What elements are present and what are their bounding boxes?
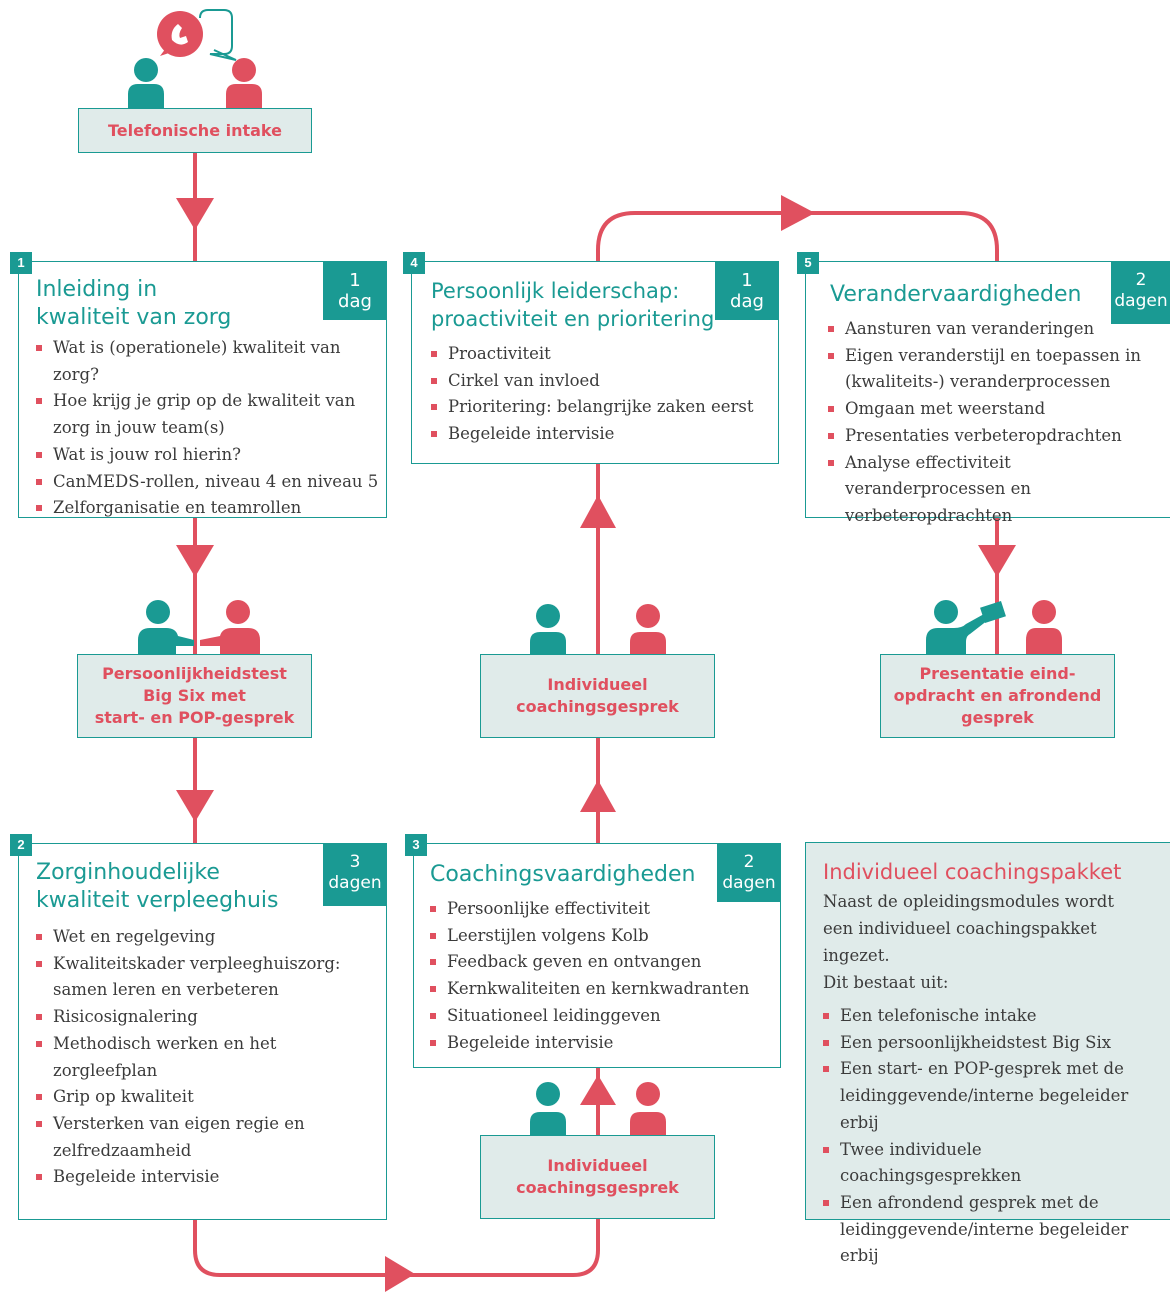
- list-item: Prioritering: belangrijke zaken eerst: [431, 394, 771, 421]
- list-item: Wat is jouw rol hierin?: [36, 442, 381, 469]
- module-title: Inleiding in kwaliteit van zorg: [36, 277, 232, 330]
- list-item: Een start- en POP-gesprek met de leiding…: [823, 1056, 1168, 1136]
- module-number: 5: [797, 252, 819, 274]
- coaching-meeting-box: Individueel coachingsgesprek: [480, 654, 715, 738]
- list-item: Proactiviteit: [431, 341, 771, 368]
- final-presentation-box: Presentatie eind- opdracht en afrondend …: [880, 654, 1115, 738]
- list-item: CanMEDS-rollen, niveau 4 en niveau 5: [36, 469, 381, 496]
- module-title: Verandervaardigheden: [830, 282, 1082, 307]
- panel-title: Individueel coachingspakket: [823, 860, 1122, 884]
- package-list: Een telefonische intake Een persoonlijkh…: [823, 1003, 1168, 1270]
- arrow-right-icon: [385, 1256, 415, 1292]
- list-item: Een persoonlijkheidstest Big Six: [823, 1030, 1168, 1057]
- list-item: Wat is (operationele) kwaliteit van zorg…: [36, 335, 381, 388]
- people-icon: [530, 604, 666, 656]
- list-item: Hoe krijg je grip op de kwaliteit van zo…: [36, 388, 381, 441]
- module-duration: 3 dagen: [323, 844, 387, 906]
- module-number: 4: [403, 252, 425, 274]
- list-item: Begeleide intervisie: [430, 1030, 775, 1057]
- module-1-box: 1 1 dag Inleiding in kwaliteit van zorg …: [10, 252, 387, 518]
- module-number: 1: [10, 252, 32, 274]
- phone-speech-bubble-icon: [128, 9, 262, 110]
- list-item: Een telefonische intake: [823, 1003, 1168, 1030]
- people-icon: [530, 1082, 666, 1138]
- arrow-down-icon: [176, 790, 214, 822]
- big-six-meeting-box: Persoonlijkheidstest Big Six met start- …: [77, 654, 312, 738]
- list-item: Analyse effectiviteit veranderprocessen …: [828, 450, 1163, 530]
- module-title: Persoonlijk leiderschap: proactiviteit e…: [431, 279, 715, 331]
- panel-intro: Naast de opleidingsmodules wordt een ind…: [823, 892, 1114, 965]
- list-item: Eigen veranderstijl en toepassen in (kwa…: [828, 343, 1163, 396]
- module-duration: 1 dag: [715, 262, 779, 320]
- list-item: Twee individuele coachingsgesprekken: [823, 1137, 1168, 1190]
- module-number: 3: [405, 834, 427, 856]
- telefonische-intake-box: Telefonische intake: [78, 108, 312, 153]
- list-item: Wet en regelgeving: [36, 924, 381, 951]
- module-topic-list: Aansturen van veranderingen Eigen verand…: [828, 316, 1163, 530]
- module-title: Zorginhoudelijke kwaliteit verpleeghuis: [36, 860, 279, 913]
- list-item: Risicosignalering: [36, 1004, 381, 1031]
- list-item: Aansturen van veranderingen: [828, 316, 1163, 343]
- module-3-box: 3 2 dagen Coachingsvaardigheden Persoonl…: [405, 834, 781, 1068]
- presenting-people-icon: [926, 600, 1062, 656]
- list-item: Kwaliteitskader verpleeghuiszorg: samen …: [36, 951, 381, 1004]
- panel-lead: Dit bestaat uit:: [823, 973, 949, 992]
- arrow-down-icon: [978, 545, 1016, 577]
- arrow-up-icon: [580, 780, 616, 812]
- module-duration: 2 dagen: [717, 844, 781, 902]
- module-title: Coachingsvaardigheden: [430, 862, 696, 887]
- list-item: Versterken van eigen regie en zelfredzaa…: [36, 1111, 381, 1164]
- module-number: 2: [10, 834, 32, 856]
- list-item: Situationeel leidinggeven: [430, 1003, 775, 1030]
- coaching-meeting-box: Individueel coachingsgesprek: [480, 1135, 715, 1219]
- module-topic-list: Wat is (operationele) kwaliteit van zorg…: [36, 335, 381, 522]
- list-item: Een afrondend gesprek met de leidinggeve…: [823, 1190, 1168, 1270]
- arrow-down-icon: [176, 545, 214, 577]
- list-item: Begeleide intervisie: [431, 421, 771, 448]
- list-item: Presentaties verbeteropdrachten: [828, 423, 1163, 450]
- module-duration: 1 dag: [323, 262, 387, 320]
- list-item: Methodisch werken en het zorgleefplan: [36, 1031, 381, 1084]
- module-topic-list: Wet en regelgeving Kwaliteitskader verpl…: [36, 924, 381, 1191]
- list-item: Kernkwaliteiten en kernkwadranten: [430, 976, 775, 1003]
- module-2-box: 2 3 dagen Zorginhoudelijke kwaliteit ver…: [10, 834, 387, 1220]
- arrow-up-icon: [580, 495, 616, 528]
- list-item: Omgaan met weerstand: [828, 396, 1163, 423]
- module-topic-list: Proactiviteit Cirkel van invloed Priorit…: [431, 341, 771, 448]
- handshake-people-icon: [138, 600, 260, 658]
- module-duration: 2 dagen: [1111, 262, 1170, 324]
- list-item: Zelforganisatie en teamrollen: [36, 495, 381, 522]
- module-4-box: 4 1 dag Persoonlijk leiderschap: proacti…: [403, 252, 779, 464]
- list-item: Cirkel van invloed: [431, 368, 771, 395]
- arrow-down-icon: [176, 198, 214, 230]
- list-item: Leerstijlen volgens Kolb: [430, 923, 775, 950]
- list-item: Begeleide intervisie: [36, 1164, 381, 1191]
- arrow-right-icon: [781, 195, 815, 231]
- list-item: Grip op kwaliteit: [36, 1084, 381, 1111]
- coaching-package-panel: Individueel coachingspakket Naast de opl…: [805, 842, 1170, 1265]
- module-5-box: 5 2 dagen Verandervaardigheden Aansturen…: [797, 252, 1170, 525]
- module-topic-list: Persoonlijke effectiviteit Leerstijlen v…: [430, 896, 775, 1056]
- list-item: Persoonlijke effectiviteit: [430, 896, 775, 923]
- list-item: Feedback geven en ontvangen: [430, 949, 775, 976]
- arrow-up-icon: [580, 1075, 616, 1105]
